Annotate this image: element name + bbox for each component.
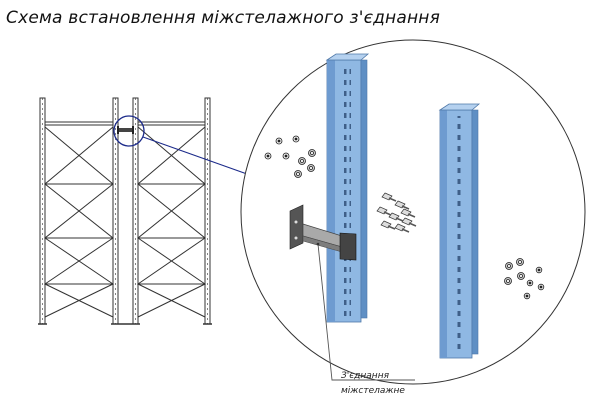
fasteners-right-group: [504, 258, 545, 300]
callout-label-line1: З'єднання: [341, 371, 390, 381]
frame-bracing-left: [44, 126, 114, 318]
callout-leader-line: [317, 243, 415, 381]
diagram-title: Схема встановлення міжстелажного з'єднан…: [6, 8, 441, 28]
top-beam-left: [45, 121, 113, 126]
upright-left: [325, 53, 370, 323]
frame-upright-4: [204, 97, 211, 325]
callout-label-line2: міжстелажне: [341, 386, 405, 396]
spacer-highlight: [113, 115, 145, 147]
upright-right: [438, 103, 481, 359]
row-spacer-connector: [289, 204, 357, 261]
frame-upright-1: [39, 97, 46, 325]
bolts-group: [376, 192, 417, 233]
fasteners-left-group: [264, 135, 316, 178]
magnified-detail: [240, 39, 586, 385]
connector-callout: З'єднання міжстелажне: [316, 242, 415, 396]
detail-marker-circle: [113, 115, 145, 147]
detail-leader-line: [142, 136, 248, 175]
rack-frames-drawing: [38, 97, 212, 325]
frame-bracing-right: [137, 126, 206, 318]
top-beam-right: [138, 121, 205, 126]
